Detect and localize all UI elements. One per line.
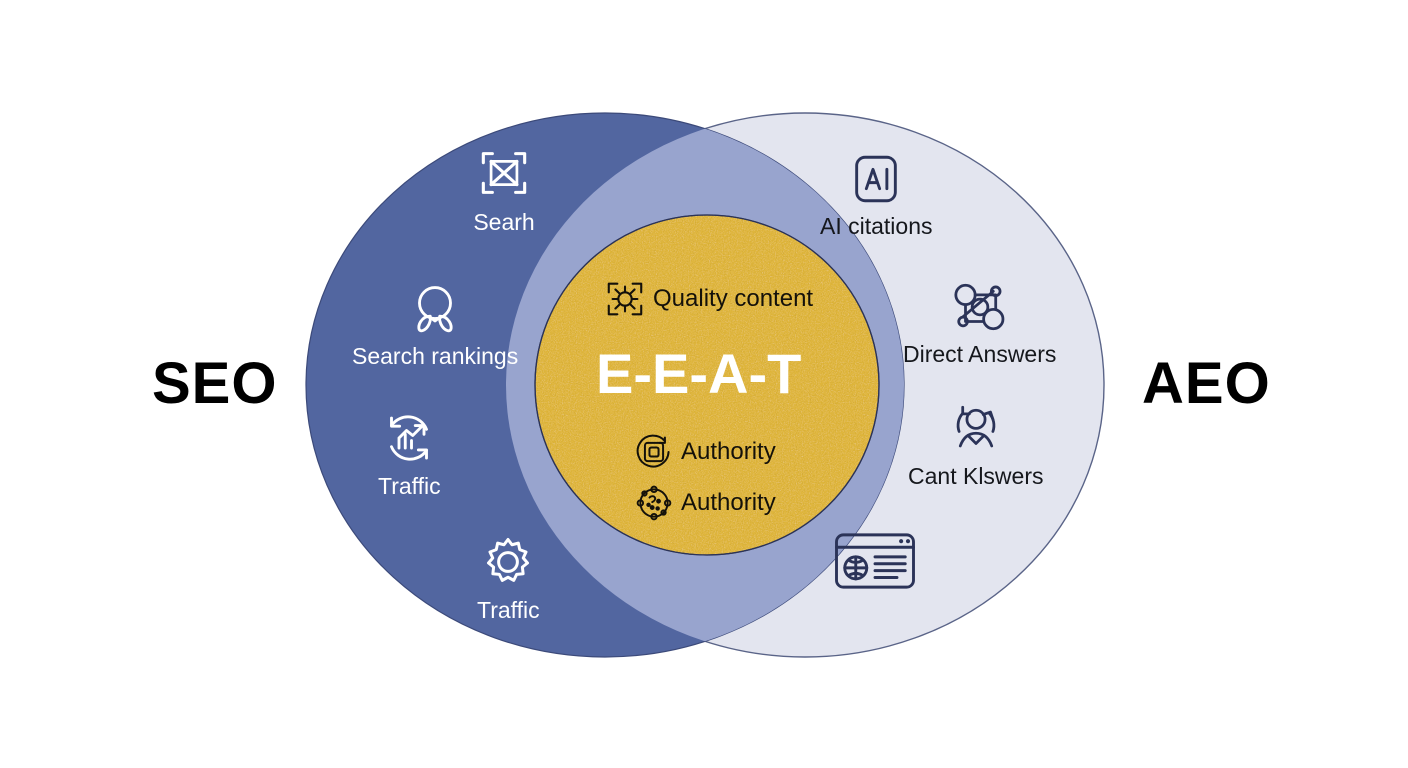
- left-item-label: Search rankings: [352, 343, 519, 369]
- right-item-label: AI citations: [820, 213, 933, 239]
- right-item-browser[interactable]: [830, 528, 920, 600]
- scan-frame-x-icon: [473, 142, 535, 204]
- center-item-label: Quality content: [653, 285, 814, 312]
- center-item-authority-2[interactable]: Authority: [634, 483, 776, 523]
- left-item-search[interactable]: Searh: [473, 142, 535, 235]
- left-item-traffic-gear[interactable]: Traffic: [477, 532, 540, 623]
- right-item-label: Direct Answers: [903, 341, 1057, 367]
- ai-badge-icon: [849, 150, 903, 208]
- browser-window-globe-icon: [830, 528, 920, 594]
- right-item-direct-answers[interactable]: Direct Answers: [903, 278, 1056, 367]
- nested-squares-circle-icon: [634, 432, 674, 472]
- dotted-sphere-icon: [634, 483, 674, 523]
- center-circle-outline: [534, 214, 880, 556]
- center-item-quality-content[interactable]: Quality content: [604, 278, 813, 320]
- network-nodes-icon: [949, 278, 1011, 336]
- chart-growth-refresh-icon: [379, 408, 439, 468]
- left-item-search-rankings[interactable]: Search rankings: [352, 280, 518, 369]
- aeo-title: AEO: [1142, 351, 1271, 416]
- seo-title: SEO: [152, 351, 278, 416]
- gear-icon: [478, 532, 538, 592]
- right-item-cant-klswers[interactable]: Cant Klswers: [908, 400, 1043, 489]
- right-item-label: Cant Klswers: [908, 463, 1044, 489]
- left-item-label: Searh: [473, 209, 535, 235]
- center-item-label: Authority: [681, 438, 776, 465]
- people-refresh-icon: [946, 400, 1006, 458]
- left-item-label: Traffic: [477, 597, 540, 623]
- center-item-authority-1[interactable]: Authority: [634, 432, 776, 472]
- center-item-label: Authority: [681, 489, 776, 516]
- circle-leaves-icon: [404, 280, 466, 338]
- center-title-eeat: E-E-A-T: [596, 342, 802, 405]
- scan-target-icon: [604, 278, 646, 320]
- left-item-traffic-chart[interactable]: Traffic: [378, 408, 441, 499]
- right-item-ai-citations[interactable]: AI citations: [820, 150, 933, 239]
- left-item-label: Traffic: [378, 473, 441, 499]
